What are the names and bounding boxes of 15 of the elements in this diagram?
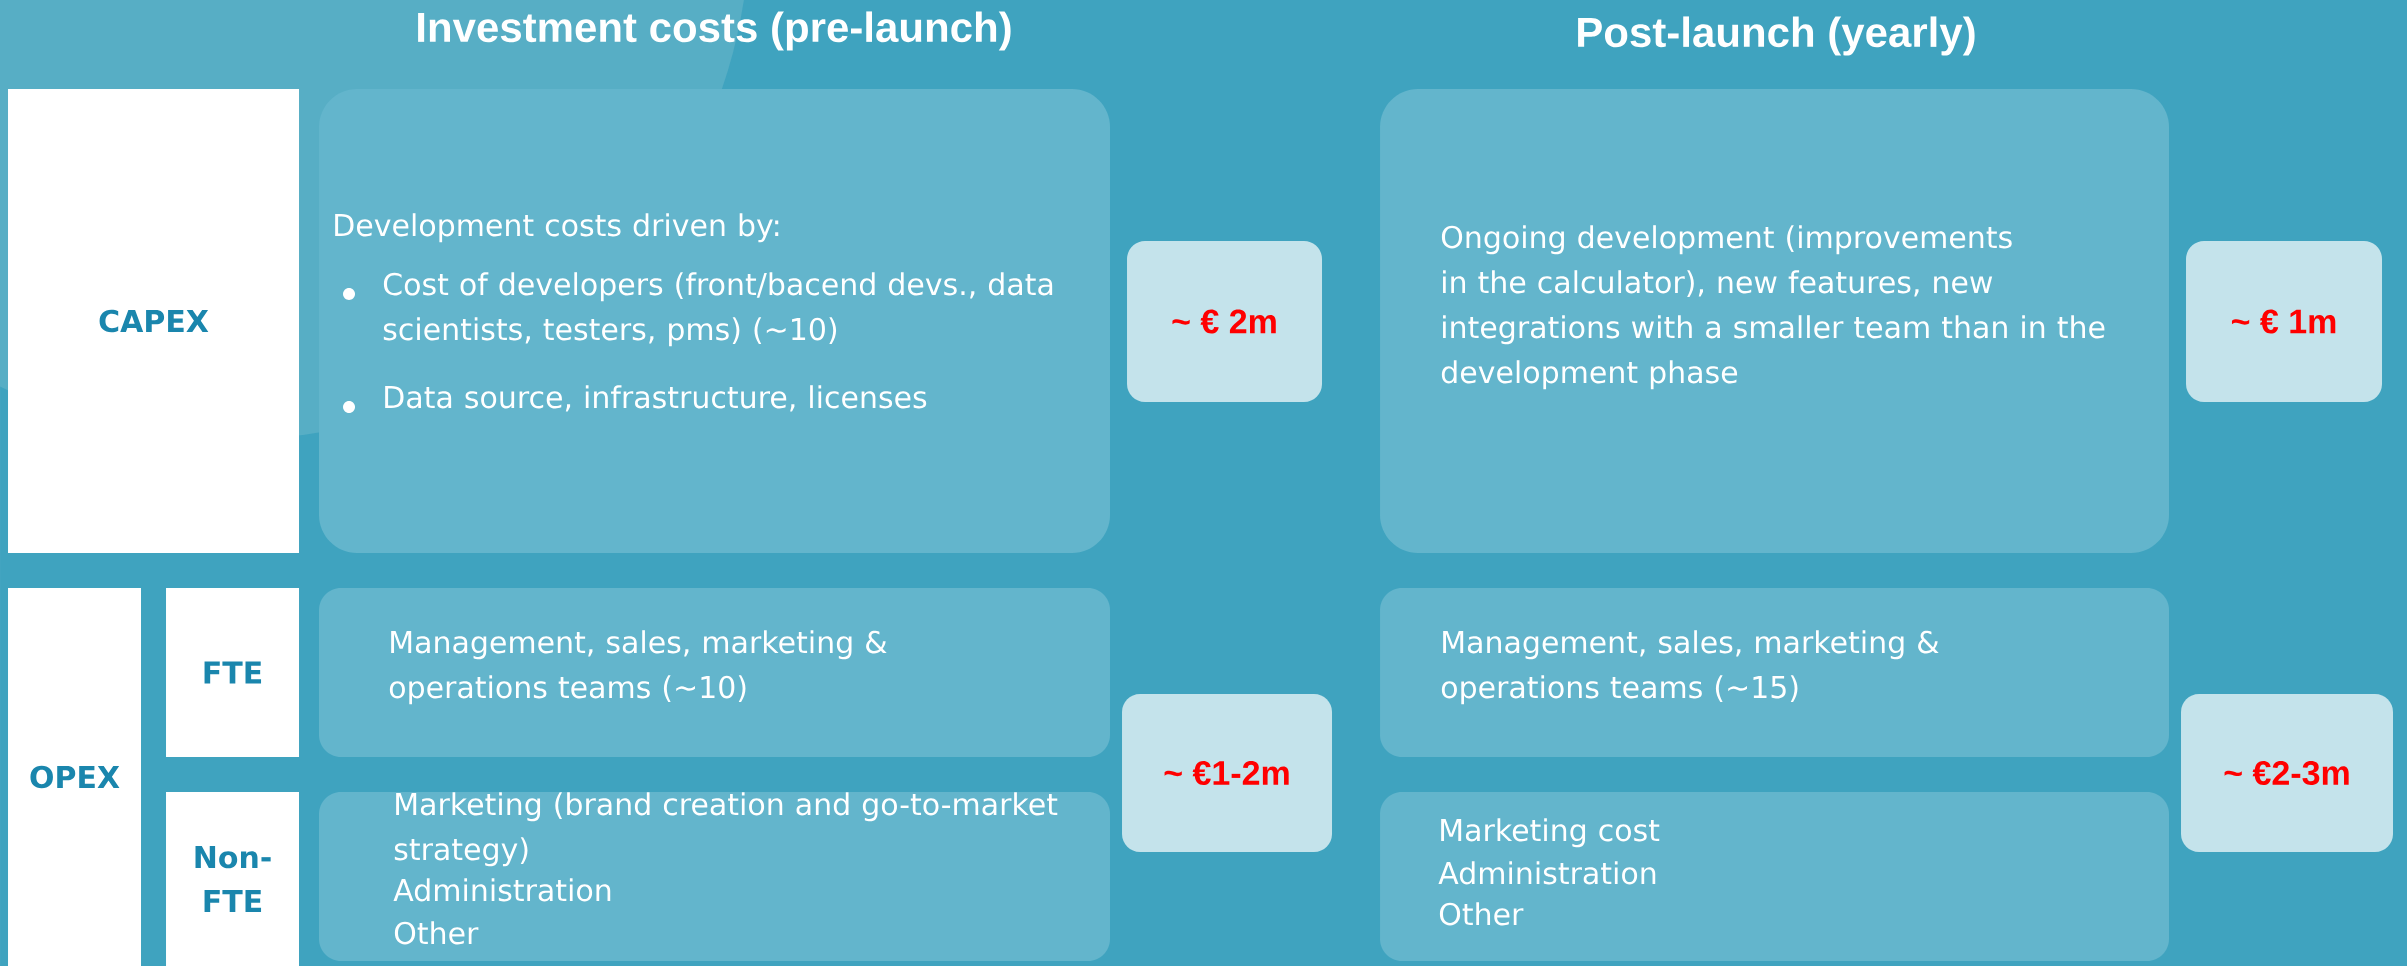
row-header-box: FTE [166,588,299,757]
cost-value-box: ~ € 2m [1127,241,1322,402]
text-panel: Development costs driven by: Cost of developers (front/bacend devs., data scientists, testers, pms) (~10) Data source, infrastructure, licenses [319,89,1110,553]
row-header-box: OPEX [8,588,141,966]
text-panel: Marketing (brand creation and go-to-market strategy) Administration Other [319,792,1110,961]
text-panel: Management, sales, marketing & operations teams (~15) [1380,588,2169,757]
cost-value-box: ~ €2-3m [2181,694,2393,852]
row-header-box: CAPEX [8,89,299,553]
cost-value-box: ~ € 1m [2186,241,2382,402]
cost-value-box: ~ €1-2m [1122,694,1332,852]
row-header-box: Non-FTE [166,792,299,966]
column-heading: Investment costs (pre-launch) [418,11,1011,51]
text-panel: Ongoing development (improvements in the calculator), new features, new integrations with a smaller team than in the development phase [1380,89,2169,553]
text-panel: Management, sales, marketing & operations teams (~10) [319,588,1110,757]
text-panel: Marketing cost Administration Other [1380,792,2169,961]
